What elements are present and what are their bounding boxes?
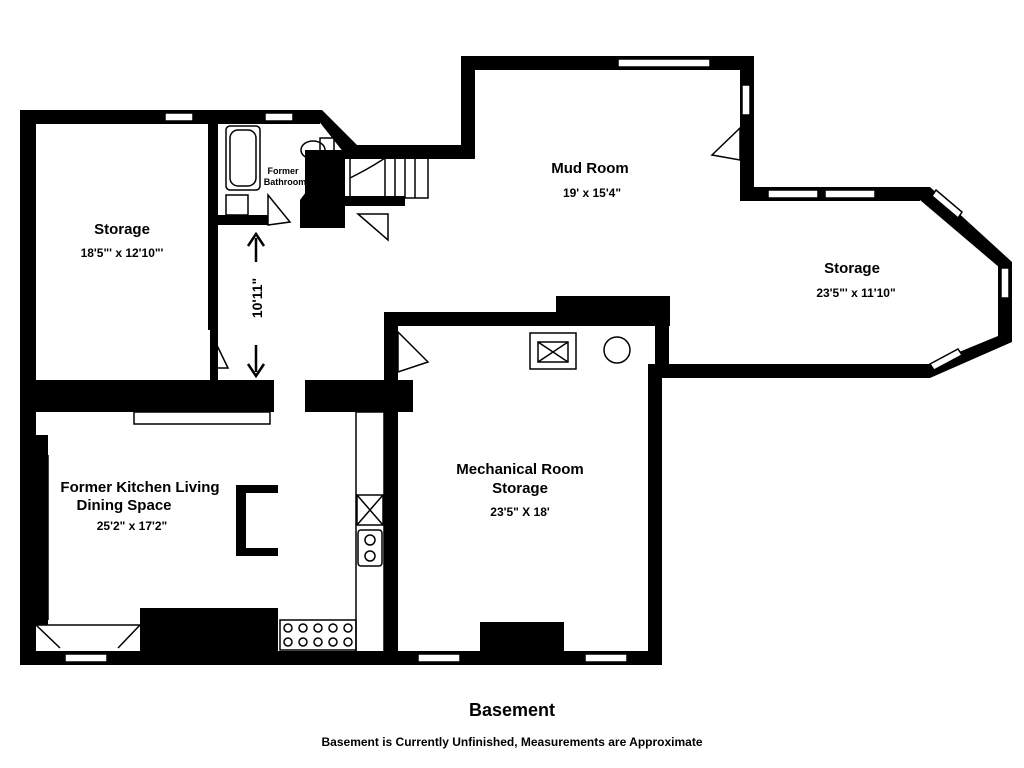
mud-room-name: Mud Room xyxy=(551,160,628,177)
storage-left-name: Storage xyxy=(94,221,150,238)
windows xyxy=(64,58,1010,663)
former-bathroom-line1: Former xyxy=(267,166,299,176)
floor-note: Basement is Currently Unfinished, Measur… xyxy=(321,735,703,749)
stairs xyxy=(349,157,429,199)
hall-dimension-arrow: 10'11" xyxy=(246,231,266,379)
storage-left-dims: 18'5"' x 12'10"' xyxy=(81,246,164,260)
former-kitchen-line1: Former Kitchen Living xyxy=(60,479,219,496)
hall-dimension-label: 10'11" xyxy=(249,278,265,318)
doors xyxy=(211,126,741,374)
mechanical-dims: 23'5" X 18' xyxy=(490,505,550,519)
mechanical-line2: Storage xyxy=(492,480,548,497)
storage-right-dims: 23'5"' x 11'10" xyxy=(816,286,895,300)
exterior-walls xyxy=(20,56,1012,665)
former-kitchen-dims: 25'2" x 17'2" xyxy=(97,519,167,533)
interior-walls xyxy=(20,110,670,665)
mechanical-line1: Mechanical Room xyxy=(456,461,584,478)
floor-title: Basement xyxy=(468,700,556,720)
former-bathroom-line2: Bathroom xyxy=(264,177,307,187)
former-kitchen-line2: Dining Space xyxy=(76,497,171,514)
mud-room-dims: 19' x 15'4" xyxy=(563,186,621,200)
storage-right-name: Storage xyxy=(824,260,880,277)
fixtures xyxy=(35,125,631,653)
